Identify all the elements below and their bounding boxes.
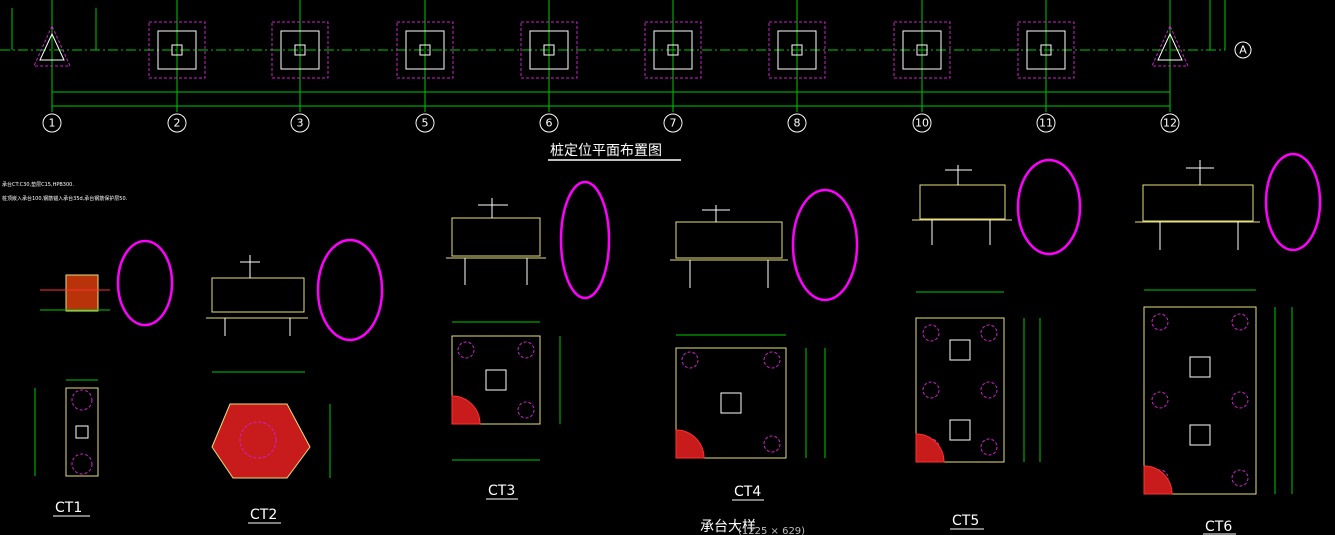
plan-cap[interactable] [271, 21, 329, 79]
plan-cap[interactable] [1017, 21, 1075, 79]
ct1-plan-outline[interactable] [65, 387, 99, 477]
axis-label-2: 2 [174, 117, 181, 130]
axis-label-3: 3 [297, 117, 304, 130]
axis-label-7: 7 [670, 117, 677, 130]
axis-label-5: 5 [422, 117, 429, 130]
plan-cap[interactable] [520, 21, 578, 79]
ct3-label: CT3 [488, 483, 515, 499]
pile-cap-ct5-detail [912, 158, 1082, 463]
plan-cap[interactable] [148, 21, 206, 79]
axis-bubble[interactable] [1036, 113, 1056, 133]
size-watermark: (1225 × 629) [738, 526, 805, 535]
plan-triangle-cap[interactable] [1151, 24, 1189, 67]
ct1-section-hatch[interactable] [65, 274, 99, 312]
ct4-label: CT4 [734, 484, 761, 500]
axis-label-8: 8 [794, 117, 801, 130]
pile-cap-ct6-detail [1135, 152, 1322, 495]
ct5-label: CT5 [952, 513, 979, 529]
pile-cap-ct4-detail [670, 188, 859, 459]
pile-cap-ct3-detail [446, 180, 611, 461]
axis-label-6: 6 [546, 117, 553, 130]
ct4-section-outline[interactable] [675, 221, 783, 259]
axis-label-12: 12 [1163, 117, 1177, 130]
axis-bubble[interactable] [42, 113, 62, 133]
axis-bubbles [42, 41, 1252, 133]
plan-cap[interactable] [893, 21, 951, 79]
axis-bubble[interactable] [912, 113, 932, 133]
note-line-2: 桩顶嵌入承台100,钢筋锚入承台35d,承台钢筋保护层50. [2, 195, 128, 202]
axis-label-11: 11 [1039, 117, 1053, 130]
axis-label-10: 10 [915, 117, 929, 130]
plan-triangle-cap[interactable] [33, 24, 71, 67]
axis-label-1: 1 [49, 117, 56, 130]
plan-title: 桩定位平面布置图 [550, 142, 662, 159]
ct5-plan-outline[interactable] [915, 317, 1005, 463]
plan-cap[interactable] [768, 21, 826, 79]
plan-cap[interactable] [396, 21, 454, 79]
ct5-section-outline[interactable] [919, 184, 1006, 220]
ct2-plan-hatch[interactable] [211, 403, 311, 479]
axis-label-row-A: A [1239, 44, 1247, 57]
ct2-label: CT2 [250, 507, 277, 523]
ct4-plan-outline[interactable] [675, 347, 787, 459]
axis-bubble[interactable] [415, 113, 435, 133]
pile-cap-ct1-detail [34, 239, 174, 477]
note-line-1: 承台CT:C30,垫层C15,HPB300. [2, 181, 74, 188]
ct3-plan-outline[interactable] [451, 335, 541, 425]
highlight-ellipse-ct4[interactable] [791, 188, 859, 302]
highlight-ellipse-ct5[interactable] [1016, 158, 1082, 256]
axis-grid [0, 0, 1226, 112]
highlight-ellipse-ct3[interactable] [559, 180, 611, 300]
ct1-label: CT1 [55, 500, 82, 516]
ct6-label: CT6 [1205, 519, 1232, 535]
section-title: 承台大样 [700, 519, 756, 535]
plan-pile-caps [33, 21, 1189, 79]
axis-bubble[interactable] [787, 113, 807, 133]
highlight-ellipse-ct1[interactable] [116, 239, 174, 327]
axis-bubble[interactable] [290, 113, 310, 133]
ct2-section-outline[interactable] [211, 277, 305, 313]
ct6-plan-outline[interactable] [1143, 306, 1257, 495]
ct3-section-outline[interactable] [451, 217, 541, 257]
plan-cap[interactable] [644, 21, 702, 79]
axis-bubble-row[interactable] [1234, 41, 1252, 59]
axis-bubble[interactable] [167, 113, 187, 133]
highlight-ellipse-ct2[interactable] [316, 238, 384, 342]
axis-bubble[interactable] [663, 113, 683, 133]
pile-cap-ct2-detail [206, 238, 384, 479]
highlight-ellipse-ct6[interactable] [1264, 152, 1322, 252]
ct6-section-outline[interactable] [1142, 184, 1254, 222]
axis-bubble[interactable] [1160, 113, 1180, 133]
axis-bubble[interactable] [539, 113, 559, 133]
axis-bubble-labels: 1 2 3 5 6 7 8 10 11 12 A [49, 44, 1248, 130]
